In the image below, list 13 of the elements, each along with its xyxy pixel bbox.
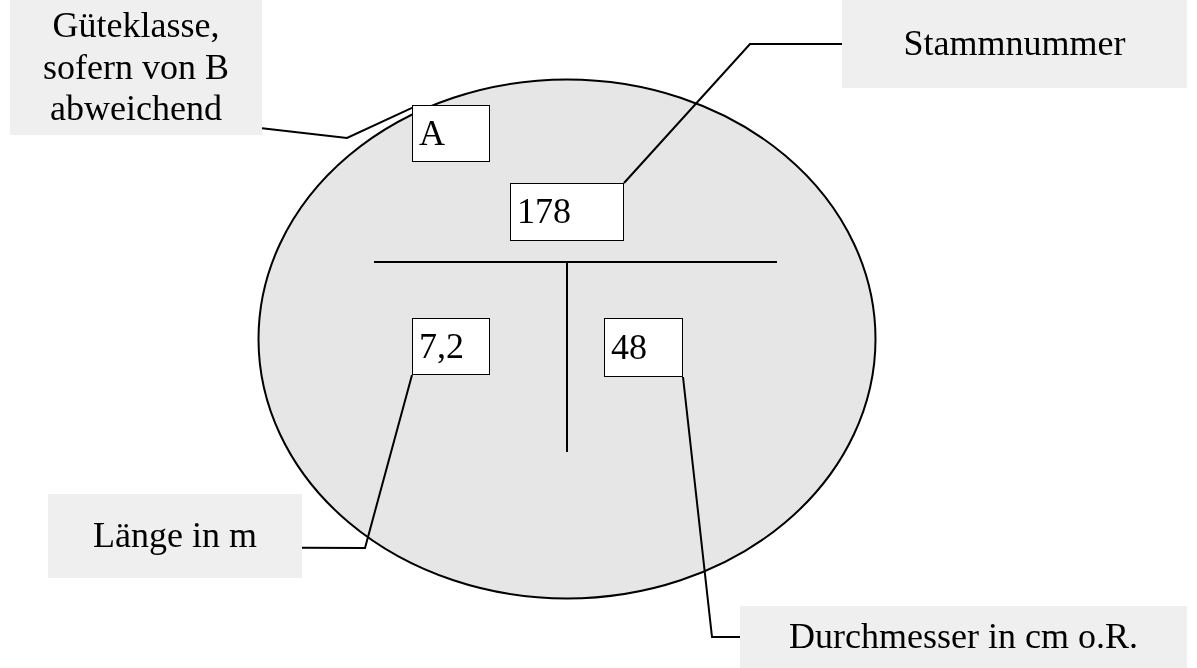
- callout-label: Güteklasse, sofern von B abweichend: [10, 0, 262, 135]
- marking-value: 48: [604, 318, 683, 377]
- callout-label: Durchmesser in cm o.R.: [740, 606, 1187, 668]
- leader-line: [682, 376, 741, 638]
- log-cross-section: [257, 78, 877, 600]
- marking-value: 178: [510, 183, 624, 241]
- leader-line: [261, 106, 413, 140]
- callout-label: Länge in m: [48, 494, 302, 578]
- callout-label: Stammnummer: [842, 0, 1187, 88]
- leader-line: [301, 374, 413, 549]
- marking-value: 7,2: [412, 318, 490, 375]
- leader-line: [623, 43, 843, 184]
- marking-value: A: [412, 105, 490, 162]
